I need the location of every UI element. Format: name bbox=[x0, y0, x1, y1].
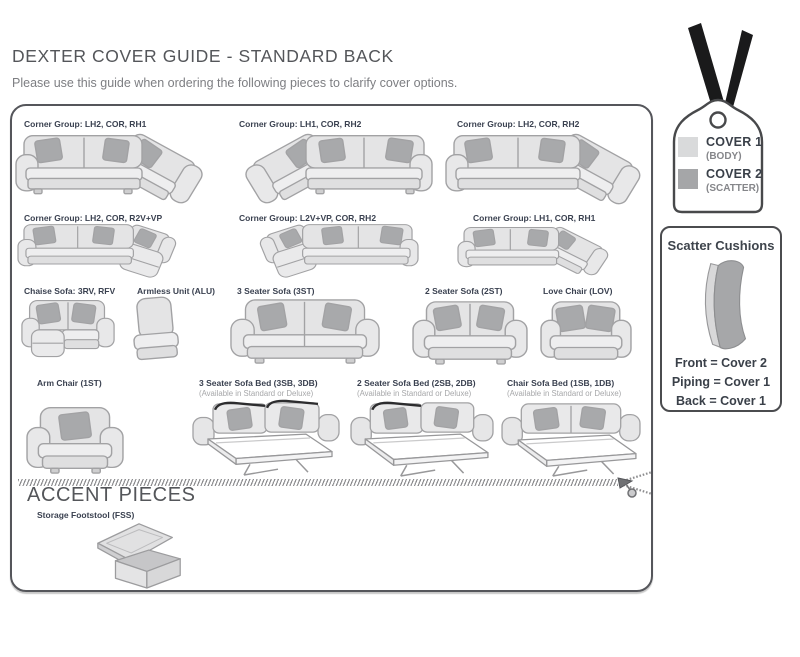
scatter-panel-title: Scatter Cushions bbox=[667, 238, 775, 253]
piece-label-corner-lh2-cor-r2vvp: Corner Group: LH2, COR, R2V+VP bbox=[24, 213, 163, 223]
three-seater-sofa-illustration bbox=[230, 299, 380, 364]
tag-hole bbox=[709, 111, 727, 129]
cover1-swatch bbox=[678, 137, 698, 157]
piece-label-corner-lh2-cor-rh2: Corner Group: LH2, COR, RH2 bbox=[457, 119, 580, 129]
corner-chaise-left-illustration bbox=[257, 223, 419, 282]
piece-label-2-seater-sofa: 2 Seater Sofa (2ST) bbox=[425, 286, 503, 296]
piece-label-corner-l2vvp-cor-rh2: Corner Group: L2V+VP, COR, RH2 bbox=[239, 213, 377, 223]
piece-label-chair-sofa-bed: Chair Sofa Bed (1SB, 1DB) bbox=[507, 378, 615, 388]
scatter-cushion-illustration bbox=[704, 260, 747, 350]
scatter-rule-back: Back = Cover 1 bbox=[676, 394, 766, 408]
pieces-panel: Corner Group: LH2, COR, RH1 Corner Group… bbox=[10, 104, 653, 592]
piece-label-arm-chair: Arm Chair (1ST) bbox=[37, 378, 102, 388]
piece-label-chaise-sofa: Chaise Sofa: 3RV, RFV bbox=[24, 286, 116, 296]
cover1-label: COVER 1 bbox=[706, 135, 763, 149]
piece-availability-chair-sofa-bed: (Available in Standard or Deluxe) bbox=[507, 389, 622, 398]
three-seater-sofa-bed-illustration bbox=[191, 399, 341, 477]
piece-label-armless-unit: Armless Unit (ALU) bbox=[137, 286, 215, 296]
two-seater-sofa-illustration bbox=[412, 301, 528, 365]
armless-unit-illustration bbox=[129, 295, 181, 361]
cover2-label: COVER 2 bbox=[706, 167, 763, 181]
arm-chair-illustration bbox=[26, 406, 124, 474]
corner-chaise-right-illustration bbox=[17, 223, 179, 282]
cover2-swatch bbox=[678, 169, 698, 189]
piece-availability-2-seater-sofa-bed: (Available in Standard or Deluxe) bbox=[357, 389, 472, 398]
tag-ribbon-left bbox=[688, 23, 724, 114]
piece-availability-3-seater-sofa-bed: (Available in Standard or Deluxe) bbox=[199, 389, 314, 398]
storage-footstool-illustration bbox=[97, 523, 181, 589]
chair-sofa-bed-illustration bbox=[501, 403, 641, 477]
piece-label-2-seater-sofa-bed: 2 Seater Sofa Bed (2SB, 2DB) bbox=[357, 378, 476, 388]
piece-label-corner-lh1-cor-rh2: Corner Group: LH1, COR, RH2 bbox=[239, 119, 362, 129]
two-seater-sofa-bed-illustration bbox=[349, 401, 495, 478]
zipper-slider-icon bbox=[617, 470, 653, 498]
piece-label-corner-lh1-cor-rh1: Corner Group: LH1, COR, RH1 bbox=[473, 213, 596, 223]
piece-label-corner-lh2-cor-rh1: Corner Group: LH2, COR, RH1 bbox=[24, 119, 147, 129]
piece-label-3-seater-sofa: 3 Seater Sofa (3ST) bbox=[237, 286, 315, 296]
chaise-sofa-illustration bbox=[21, 299, 115, 358]
love-chair-illustration bbox=[540, 301, 632, 360]
scatter-rule-front: Front = Cover 2 bbox=[674, 356, 768, 370]
corner-sofa-large-illustration bbox=[445, 130, 645, 212]
piece-label-storage-footstool: Storage Footstool (FSS) bbox=[37, 510, 135, 520]
corner-sofa-left-illustration bbox=[241, 130, 433, 211]
page-subtitle: Please use this guide when ordering the … bbox=[12, 76, 458, 90]
accent-pieces-heading: ACCENT PIECES bbox=[27, 484, 196, 506]
corner-sofa-small-illustration bbox=[457, 224, 612, 282]
cover1-sublabel: (BODY) bbox=[706, 151, 742, 162]
cover2-sublabel: (SCATTER) bbox=[706, 183, 760, 194]
piece-label-love-chair: Love Chair (LOV) bbox=[543, 286, 613, 296]
tag-ribbon-right bbox=[722, 30, 753, 118]
scatter-rule-piping: Piping = Cover 1 bbox=[671, 375, 771, 389]
piece-label-3-seater-sofa-bed: 3 Seater Sofa Bed (3SB, 3DB) bbox=[199, 378, 318, 388]
scatter-cushions-panel: Scatter Cushions Front = Cover 2 Piping … bbox=[660, 226, 782, 412]
page-title: DEXTER COVER GUIDE - STANDARD BACK bbox=[12, 46, 394, 66]
zipper-teeth bbox=[18, 479, 618, 486]
corner-sofa-right-illustration bbox=[15, 130, 207, 211]
